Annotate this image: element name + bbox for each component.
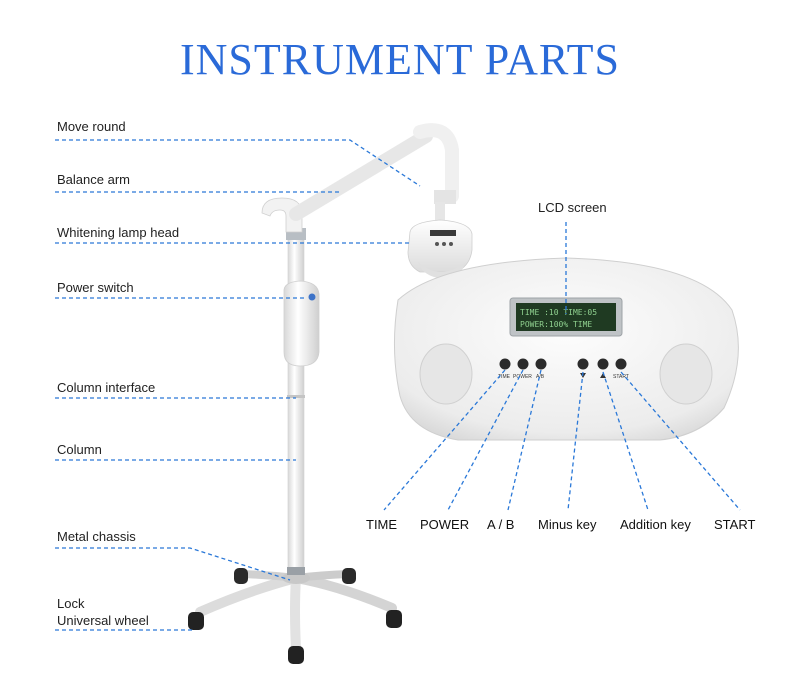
- time-key[interactable]: [499, 358, 511, 370]
- panel-time-label: TIME: [498, 374, 511, 380]
- ab-key[interactable]: [535, 358, 547, 370]
- label-universal-wheel: Universal wheel: [57, 613, 149, 628]
- lcd-line-1: TIME :10 TIME:05: [520, 308, 597, 317]
- panel-ab-label: A/B: [536, 374, 545, 380]
- label-lock: Lock: [57, 596, 85, 611]
- addition-key[interactable]: [597, 358, 609, 370]
- balance-arm: [261, 123, 459, 240]
- power-switch-icon: [308, 293, 316, 301]
- metal-chassis: [195, 570, 397, 653]
- panel-start-label: START: [613, 374, 629, 380]
- page-title: INSTRUMENT PARTS: [179, 35, 620, 84]
- label-ab-key: A / B: [487, 517, 515, 532]
- label-addition-key: Addition key: [620, 517, 691, 532]
- label-column-interface: Column interface: [57, 380, 156, 395]
- label-move-round: Move round: [57, 119, 126, 134]
- power-key[interactable]: [517, 358, 529, 370]
- lcd-line-2: POWER:100% TIME: [520, 320, 592, 329]
- label-start-key: START: [714, 517, 756, 532]
- panel-power-label: POWER: [513, 374, 532, 380]
- label-balance-arm: Balance arm: [57, 172, 130, 187]
- power-switch-housing: [283, 280, 320, 367]
- label-lcd-screen: LCD screen: [538, 200, 607, 215]
- label-time-key: TIME: [366, 517, 398, 532]
- control-panel-closeup: TIME :10 TIME:05 POWER:100% TIME: [393, 257, 739, 441]
- label-column: Column: [57, 442, 102, 457]
- label-power-key: POWER: [420, 517, 470, 532]
- minus-key[interactable]: [577, 358, 589, 370]
- label-metal-chassis: Metal chassis: [57, 529, 136, 544]
- label-power-switch: Power switch: [57, 280, 134, 295]
- plus-arrow-icon: [600, 373, 606, 378]
- universal-wheels: [188, 568, 402, 664]
- start-key[interactable]: [615, 358, 627, 370]
- whitening-lamp-head: [407, 202, 473, 278]
- keys: TIME POWER A/B START: [498, 358, 629, 380]
- leader-lines: [55, 139, 741, 631]
- label-minus-key: Minus key: [538, 517, 597, 532]
- label-whitening-lamp-head: Whitening lamp head: [57, 225, 180, 240]
